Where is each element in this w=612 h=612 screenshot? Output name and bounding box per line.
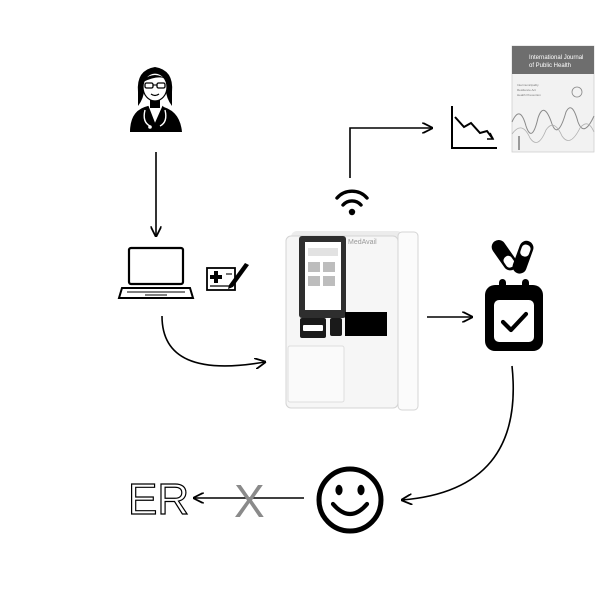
journal-title-line1: International Journal bbox=[529, 55, 583, 61]
journal-body-line1: Intermunicipality bbox=[517, 83, 539, 87]
wifi-icon bbox=[335, 189, 369, 216]
arrow-medication-to-outcome bbox=[402, 365, 514, 500]
kiosk-brand-label: MedAvail bbox=[348, 239, 377, 246]
arrow-kiosk-to-chart bbox=[349, 128, 432, 178]
kiosk-icon: MedAvail bbox=[285, 231, 419, 411]
arrow-laptop-to-kiosk bbox=[161, 315, 265, 366]
doctor-icon bbox=[130, 67, 182, 132]
cross-mark: X bbox=[234, 475, 265, 527]
journal-cover-icon: International Journal of Public Health I… bbox=[511, 45, 595, 153]
laptop-icon bbox=[117, 246, 195, 299]
pills-icon bbox=[491, 239, 534, 274]
journal-body-line3: Health Prevention bbox=[517, 93, 541, 97]
journal-body-line2: Resilience Act bbox=[517, 88, 536, 92]
journal-title-line2: of Public Health bbox=[529, 63, 571, 69]
er-label: ER bbox=[128, 475, 189, 524]
smiley-face-icon bbox=[316, 466, 384, 534]
calendar-check-icon bbox=[485, 279, 543, 351]
declining-chart-icon bbox=[451, 106, 497, 149]
prescription-form-icon bbox=[206, 263, 249, 291]
